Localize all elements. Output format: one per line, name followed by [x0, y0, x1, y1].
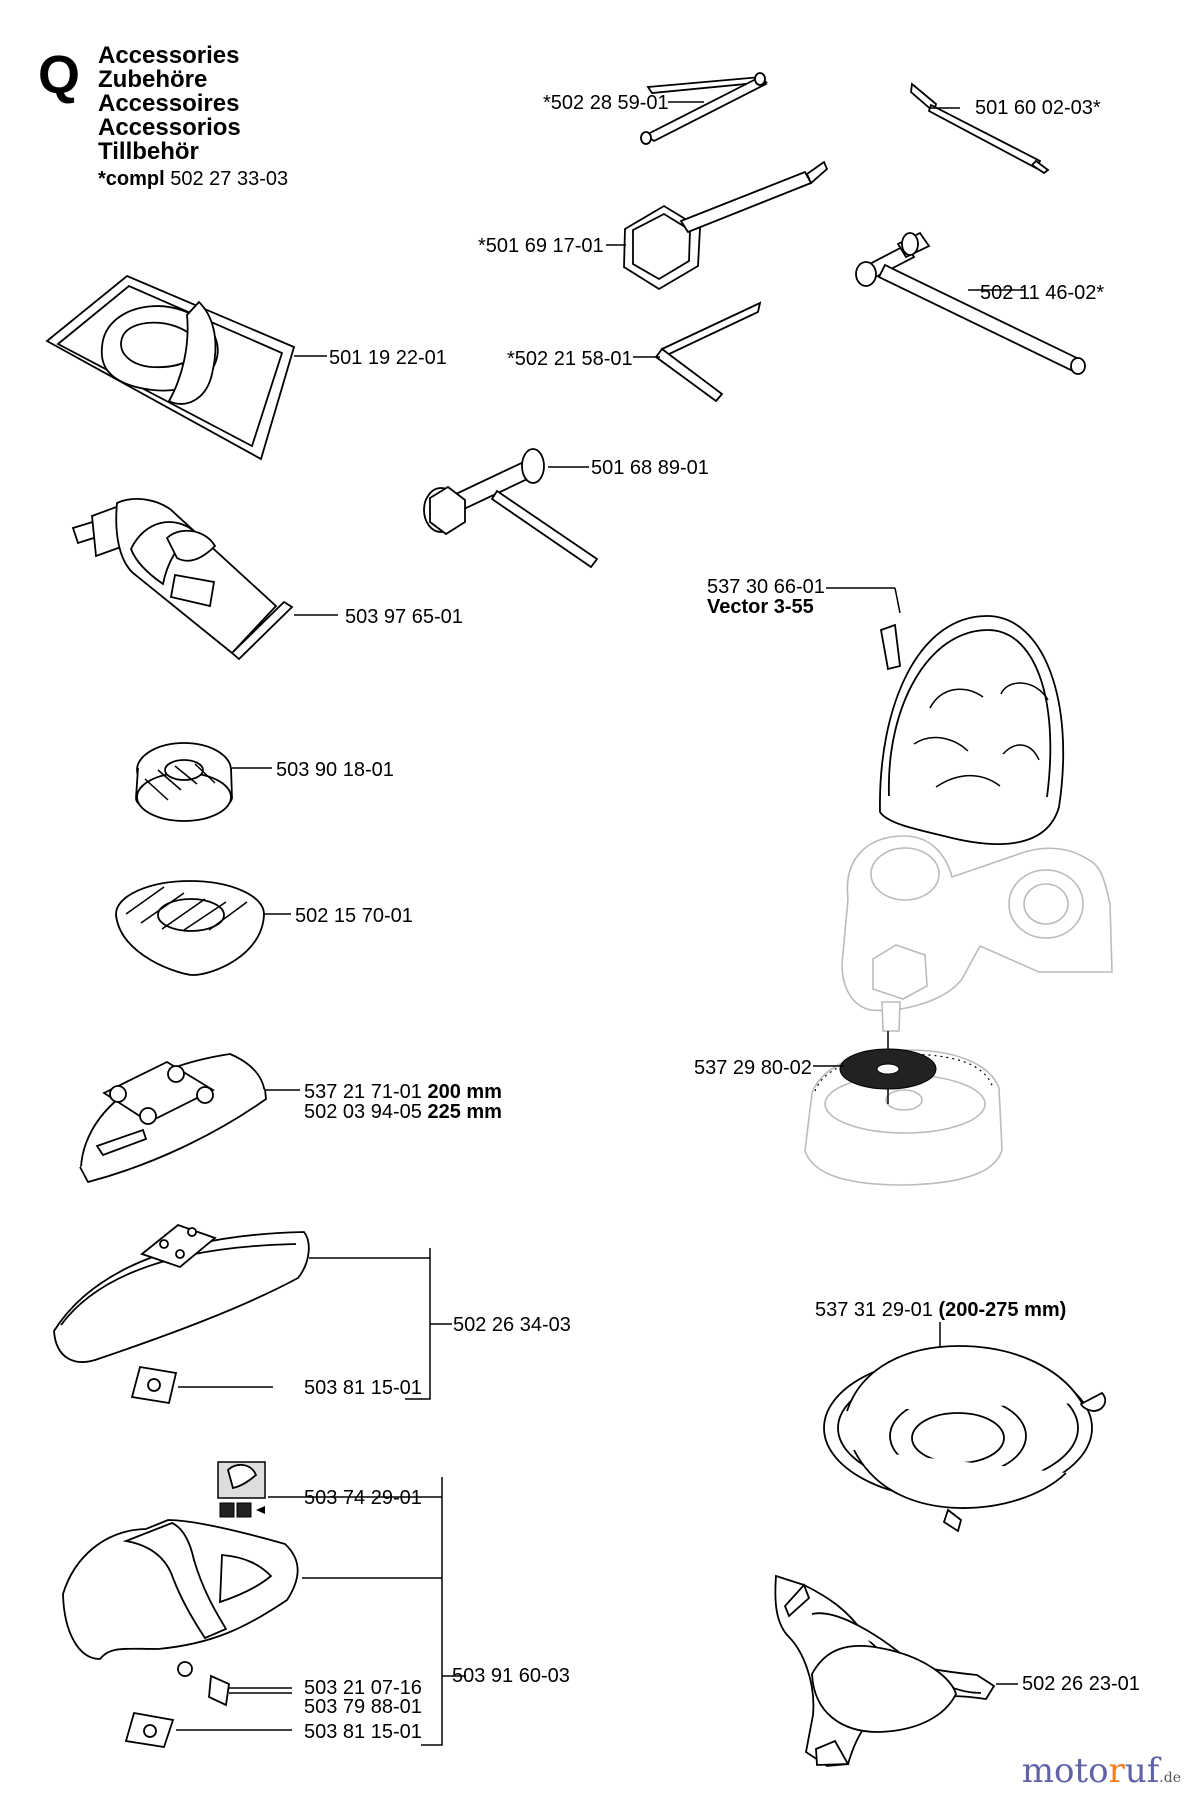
rod-tool-502-28-59 — [640, 72, 768, 145]
t-socket-wrench-501-68-89 — [423, 448, 599, 569]
part-label-503-21-07: 503 21 07-16 — [304, 1677, 422, 1699]
size-200-275mm: (200-275 mm) — [938, 1299, 1067, 1321]
part-label-503-97-65: 503 97 65-01 — [345, 606, 463, 628]
title-fr: Accessoires — [98, 90, 240, 117]
part-label-502-21-58: *502 21 58-01 — [507, 348, 633, 370]
part-label-502-03-94: 502 03 94-05 225 mm — [304, 1102, 502, 1122]
washer-537-29-80 — [813, 1031, 937, 1104]
carrying-bag-501-19-22 — [45, 274, 327, 461]
size-200mm: 200 mm — [427, 1081, 502, 1103]
screwdriver-501-60-02 — [910, 82, 1050, 175]
part-label-502-11-46: 502 11 46-02* — [980, 282, 1105, 304]
section-letter: Q — [38, 45, 81, 105]
part-number-502-03-94: 502 03 94-05 — [304, 1101, 422, 1123]
size-225mm: 225 mm — [427, 1101, 502, 1123]
debris-shield-537-31-29 — [823, 1322, 1107, 1533]
part-label-503-81-15-bottom: 503 81 15-01 — [304, 1721, 422, 1743]
site-watermark: motoruf.de — [1022, 1754, 1181, 1788]
socket-wrench-501-69-17 — [606, 160, 829, 291]
part-label-502-15-70: 502 15 70-01 — [295, 905, 413, 927]
part-label-502-26-23: 502 26 23-01 — [1022, 1673, 1140, 1695]
title-sv: Tillbehör — [98, 138, 199, 165]
part-label-503-81-15-top: 503 81 15-01 — [304, 1377, 422, 1399]
part-label-503-79-88: 503 79 88-01 — [304, 1696, 422, 1718]
title-de: Zubehöre — [98, 66, 208, 93]
complete-kit-number: 502 27 33-03 — [170, 168, 289, 190]
section-header: Q Accessories Zubehöre Accessoires Acces… — [38, 40, 398, 200]
bump-head-cover-503-90-18 — [135, 742, 272, 822]
grease-tube-503-97-65 — [71, 498, 338, 661]
complete-kit-line: *compl 502 27 33-03 — [98, 168, 288, 191]
guard-assembly-502-26-34 — [53, 1223, 452, 1405]
gearbox-assembly — [804, 835, 1113, 1186]
t-wrench-502-11-46 — [855, 231, 1086, 375]
watermark-suffix: .de — [1159, 1770, 1181, 1786]
allen-key-502-21-58 — [633, 301, 762, 403]
part-label-vector-model: Vector 3-55 — [707, 596, 814, 618]
part-label-503-74-29: 503 74 29-01 — [304, 1487, 422, 1509]
part-label-502-26-34: 502 26 34-03 — [453, 1314, 571, 1336]
part-label-537-21-71: 537 21 71-01 200 mm — [304, 1082, 502, 1102]
part-number-537-31-29: 537 31 29-01 — [815, 1299, 933, 1321]
harness-bag-537-30-66 — [826, 587, 1065, 845]
part-label-537-30-66: 537 30 66-01 — [707, 576, 825, 598]
part-label-503-91-60: 503 91 60-03 — [452, 1665, 570, 1687]
part-label-501-69-17: *501 69 17-01 — [478, 235, 604, 257]
guard-assembly-503-91-60 — [62, 1461, 466, 1749]
title-en: Accessories — [98, 42, 240, 69]
complete-kit-label: *compl — [98, 168, 165, 190]
watermark-main: motoruf — [1021, 1751, 1160, 1791]
part-label-501-60-02: 501 60 02-03* — [975, 97, 1101, 119]
part-label-502-28-59: *502 28 59-01 — [543, 92, 669, 114]
part-label-501-68-89: 501 68 89-01 — [591, 457, 709, 479]
part-label-537-29-80: 537 29 80-02 — [694, 1057, 812, 1079]
blade-guard-bracket-502-26-23 — [774, 1574, 1018, 1767]
part-label-503-90-18: 503 90 18-01 — [276, 759, 394, 781]
section-titles: Accessories Zubehöre Accessoires Accesso… — [98, 44, 241, 164]
title-es: Accessorios — [98, 114, 241, 141]
small-guard-537-21-71 — [79, 1053, 300, 1184]
bowl-cap-502-15-70 — [115, 880, 291, 976]
part-number-537-21-71: 537 21 71-01 — [304, 1081, 422, 1103]
part-label-537-31-29: 537 31 29-01 (200-275 mm) — [815, 1300, 1066, 1320]
part-label-501-19-22: 501 19 22-01 — [329, 347, 447, 369]
